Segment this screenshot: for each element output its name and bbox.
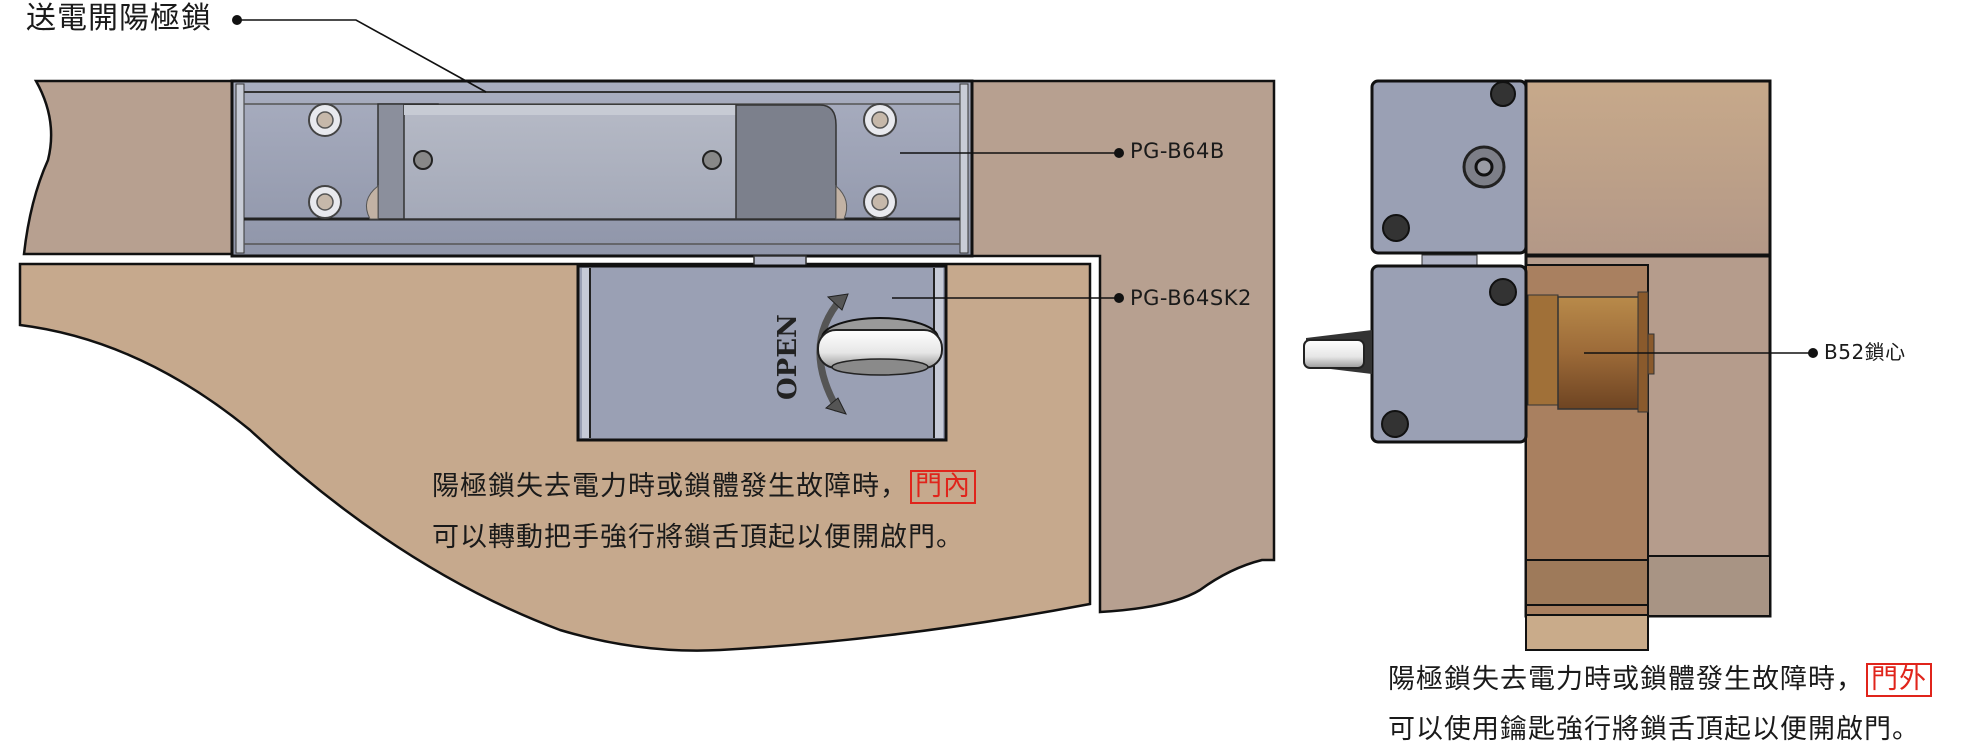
side-lock-block — [1370, 79, 1528, 255]
side-knob[interactable] — [1303, 330, 1372, 374]
callout-dot — [232, 15, 242, 25]
note-inside-line1: 陽極鎖失去電力時或鎖體發生故障時，門內 — [432, 470, 976, 505]
door-frame-left — [22, 79, 238, 256]
handle-open-marking: OPEN — [773, 314, 803, 400]
highlight-inside: 門內 — [910, 470, 976, 505]
leader-lines — [240, 19, 1812, 354]
lock-cylinder — [1527, 291, 1655, 413]
callout-b52-cylinder: B52鎖心 — [1824, 340, 1906, 364]
note-text: 陽極鎖失去電力時或鎖體發生故障時， — [1388, 664, 1864, 695]
callout-electric-lock: 送電開陽極鎖 — [26, 1, 212, 36]
note-inside-line2: 可以轉動把手強行將鎖舌頂起以便開啟門。 — [432, 522, 964, 553]
thumb-turn-knob[interactable] — [817, 317, 943, 376]
note-outside-line2: 可以使用鑰匙強行將鎖舌頂起以便開啟門。 — [1388, 714, 1920, 745]
note-outside-line1: 陽極鎖失去電力時或鎖體發生故障時，門外 — [1388, 663, 1932, 698]
strike-bracket: OPEN — [576, 255, 948, 442]
callout-dot — [1114, 293, 1124, 303]
screw-icon — [308, 103, 897, 219]
highlight-outside: 門外 — [1866, 663, 1932, 698]
door-frame-jamb — [966, 79, 1276, 614]
callout-pg-b64sk2: PG-B64SK2 — [1130, 286, 1252, 310]
callout-dot — [1808, 348, 1818, 358]
note-text: 陽極鎖失去電力時或鎖體發生故障時， — [432, 471, 908, 502]
side-strike-block — [1370, 264, 1528, 444]
callout-dot — [1114, 148, 1124, 158]
electric-lock-body — [230, 79, 974, 258]
callout-pg-b64b: PG-B64B — [1130, 139, 1225, 163]
